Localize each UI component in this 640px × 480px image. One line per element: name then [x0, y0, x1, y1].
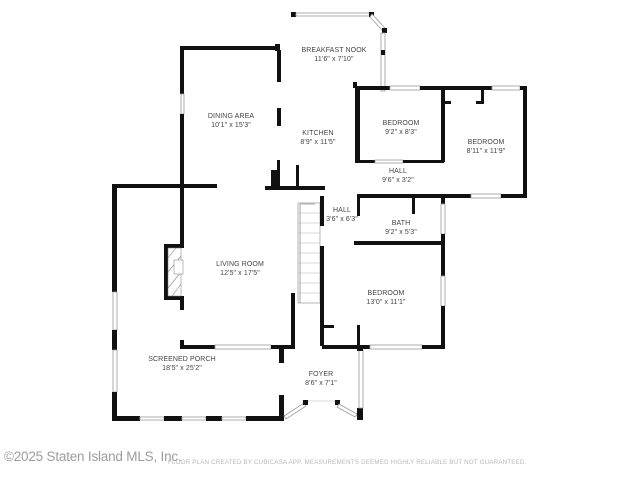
room-name: FOYER	[308, 371, 334, 378]
room-dimensions: 13'0" x 11'1"	[366, 299, 406, 306]
room-dimensions: 12'5" x 17'5"	[220, 270, 260, 277]
room-name: HALL	[333, 207, 351, 214]
bath-walls	[354, 194, 446, 348]
room-dimensions: 9'2" x 5'3"	[385, 229, 417, 236]
room-dimensions: 8'9" x 11'5"	[300, 139, 336, 146]
staircase	[297, 196, 324, 346]
foyer-walls	[283, 345, 364, 420]
room-name: BEDROOM	[367, 290, 405, 297]
floorplan-disclaimer: FLOOR PLAN CREATED BY CUBICASA APP. MEAS…	[168, 459, 527, 466]
room-label-living-room: LIVING ROOM 12'5" x 17'5"	[216, 260, 264, 278]
breakfast-nook-walls	[291, 12, 387, 92]
room-label-foyer: FOYER 8'6" x 7'1"	[305, 370, 337, 388]
living-room-walls	[164, 190, 295, 350]
room-label-kitchen: KITCHEN 8'9" x 11'5"	[300, 129, 335, 147]
room-name: DINING AREA	[207, 113, 255, 120]
room-dimensions: 3'6" x 6'3"	[326, 216, 358, 223]
room-name: BEDROOM	[382, 120, 420, 127]
dining-area-walls	[180, 44, 299, 189]
room-label-bedroom-2: BEDROOM 8'11" x 11'9"	[467, 138, 506, 156]
room-dimensions: 8'11" x 11'9"	[466, 148, 506, 155]
room-name: KITCHEN	[302, 130, 334, 137]
room-name: BEDROOM	[467, 139, 505, 146]
room-dimensions: 11'6" x 7'10"	[314, 56, 354, 63]
room-label-dining-area: DINING AREA 10'1" x 15'3"	[208, 112, 254, 130]
upper-bedroom-walls	[353, 82, 527, 199]
center-horizontal-walls	[112, 184, 325, 192]
room-label-bedroom-3: BEDROOM 13'0" x 11'1"	[366, 289, 405, 307]
room-dimensions: 9'6" x 3'2"	[382, 177, 414, 184]
room-label-screened-porch: SCREENED PORCH 18'5" x 25'2"	[148, 355, 216, 373]
copyright-watermark: ©2025 Staten Island MLS, Inc.	[4, 449, 182, 464]
room-name: HALL	[389, 168, 407, 175]
room-dimensions: 9'2" x 8'3"	[385, 129, 417, 136]
lower-bedroom-walls	[322, 325, 445, 350]
room-label-hall-lower: HALL 3'6" x 6'3"	[326, 206, 358, 224]
room-dimensions: 10'1" x 15'3"	[211, 122, 251, 129]
room-dimensions: 18'5" x 25'2"	[162, 365, 202, 372]
screened-porch-walls	[112, 184, 284, 421]
room-name: SCREENED PORCH	[148, 356, 216, 363]
room-name: BREAKFAST NOOK	[301, 47, 367, 54]
room-label-bath: BATH 9'2" x 5'3"	[385, 219, 417, 237]
room-name: BATH	[391, 220, 411, 227]
room-dimensions: 8'6" x 7'1"	[305, 380, 337, 387]
room-name: LIVING ROOM	[216, 261, 264, 268]
room-label-hall-upper: HALL 9'6" x 3'2"	[382, 167, 414, 185]
room-label-breakfast-nook: BREAKFAST NOOK 11'6" x 7'10"	[301, 46, 366, 64]
room-label-bedroom-1: BEDROOM 9'2" x 8'3"	[383, 119, 420, 137]
